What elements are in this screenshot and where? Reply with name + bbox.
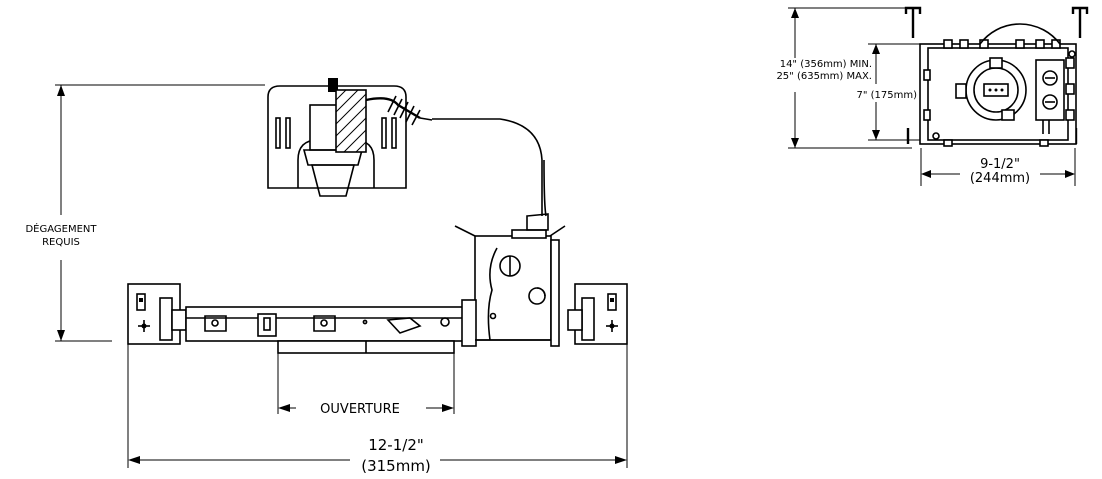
top-width-label: 9-1/2" bbox=[980, 157, 1020, 172]
top-width-label-metric: (244mm) bbox=[970, 171, 1030, 186]
depth-label: 7" (175mm) bbox=[856, 90, 917, 101]
overall-width-dimension: 12-1/2" (315mm) bbox=[127, 344, 628, 475]
clearance-label-line2: REQUIS bbox=[42, 237, 80, 248]
side-view: DÉGAGEMENT REQUIS bbox=[25, 78, 628, 475]
clearance-dimension: DÉGAGEMENT REQUIS bbox=[25, 84, 265, 342]
junction-box bbox=[454, 213, 566, 347]
top-view: 14" (356mm) MIN. 25" (635mm) MAX. 7" (17… bbox=[776, 6, 1089, 186]
joist-max-label: 25" (635mm) MAX. bbox=[776, 71, 872, 82]
opening-label: OUVERTURE bbox=[320, 402, 400, 417]
connecting-cable bbox=[432, 118, 543, 216]
lamp-housing bbox=[267, 78, 433, 197]
top-frame bbox=[919, 23, 1077, 147]
bracket-hatching bbox=[335, 89, 367, 153]
mounting-frame bbox=[127, 283, 628, 354]
top-width-dimension: 9-1/2" (244mm) bbox=[920, 148, 1076, 186]
depth-dimension: 7" (175mm) bbox=[856, 43, 920, 141]
flex-conduit bbox=[387, 95, 421, 126]
joist-min-label: 14" (356mm) MIN. bbox=[780, 59, 872, 70]
joist-spacing-dimension: 14" (356mm) MIN. 25" (635mm) MAX. bbox=[776, 7, 912, 149]
opening-dimension: OUVERTURE bbox=[277, 353, 455, 417]
width-label: 12-1/2" bbox=[368, 436, 424, 454]
clearance-label-line1: DÉGAGEMENT bbox=[25, 222, 97, 235]
width-label-metric: (315mm) bbox=[361, 457, 431, 475]
